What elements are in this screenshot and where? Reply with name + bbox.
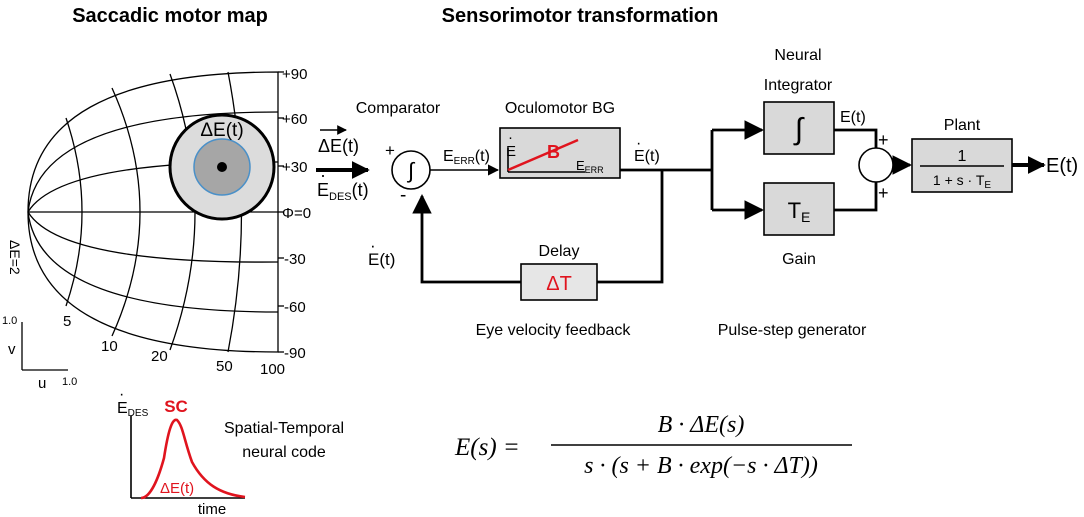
bg-gain-line — [507, 138, 579, 172]
transformation-title: Sensorimotor transformation — [442, 5, 719, 27]
plant-title: Plant — [944, 117, 981, 134]
output-label: E(t) — [1046, 155, 1078, 177]
comparator-plus: + — [385, 141, 395, 160]
center-dot — [217, 162, 227, 172]
input-desired-dot: · — [320, 165, 326, 185]
axis-v-label: v — [8, 341, 16, 358]
comparator-symbol: ∫ — [406, 158, 416, 183]
target-population — [168, 113, 276, 221]
phi-label-minus90: -90 — [284, 345, 306, 362]
integrator-title-2: Integrator — [764, 77, 833, 94]
phi-label-zero: Φ=0 — [282, 205, 311, 222]
velocity-out-label: E(t) — [634, 148, 660, 165]
neural-code-caption-1: Spatial-Temporal — [224, 420, 344, 437]
target-label: ΔE(t) — [200, 120, 243, 141]
bg-y-axis-dot: · — [508, 129, 513, 146]
error-signal-label: EERR(t) — [443, 148, 490, 167]
delay-symbol: ΔT — [546, 273, 572, 295]
comparator-title: Comparator — [356, 100, 441, 117]
integrator-symbol: ∫ — [793, 113, 805, 146]
amp-label-10: 10 — [101, 338, 118, 355]
comparator-minus: - — [400, 185, 406, 206]
amp-label-50: 50 — [216, 358, 233, 375]
pulse-step-caption: Pulse-step generator — [718, 322, 867, 339]
sum-plus-bottom: + — [878, 183, 889, 203]
equation-denominator: s · (s + B · exp(−s · ΔT)) — [584, 453, 818, 479]
summation-circle — [858, 147, 894, 183]
integrator-out-label: E(t) — [840, 109, 866, 126]
axis-u-scale: 1.0 — [62, 376, 77, 388]
phi-label-plus90: +90 — [282, 66, 307, 83]
neural-code-curve-label: ΔE(t) — [160, 480, 194, 497]
equation-numerator: B · ΔE(s) — [658, 412, 745, 438]
integrator-title-1: Neural — [774, 47, 821, 64]
feedback-signal-label: E(t) — [368, 250, 395, 269]
neural-code-x-label: time — [198, 501, 226, 517]
uv-axes — [21, 322, 68, 371]
bg-gain-label: B — [547, 142, 560, 162]
bg-x-axis-label: EERR — [576, 158, 604, 175]
amp-label-100: 100 — [260, 361, 285, 378]
phi-label-minus30: -30 — [284, 251, 306, 268]
feedback-line — [597, 170, 664, 284]
gain-symbol: TE — [788, 198, 811, 225]
neural-code-y-dot: · — [119, 386, 124, 403]
equation-lhs: E(s) = — [454, 434, 520, 461]
axis-u-label: u — [38, 375, 46, 392]
phi-label-plus60: +60 — [282, 111, 307, 128]
input-vector-label: ΔE(t) — [318, 136, 359, 156]
bg-title: Oculomotor BG — [505, 100, 615, 117]
neural-code-curve — [140, 418, 246, 500]
velocity-out-dot: · — [636, 135, 641, 152]
neural-code-sc-label: SC — [164, 397, 188, 416]
neural-code-caption-2: neural code — [242, 444, 326, 461]
gain-box — [763, 182, 835, 236]
amp-label-20: 20 — [151, 348, 168, 365]
gain-caption: Gain — [782, 251, 816, 268]
phi-label-minus60: -60 — [284, 299, 306, 316]
integrator-out-line — [834, 128, 878, 148]
delay-box — [520, 263, 598, 301]
bg-y-axis-label: E — [506, 143, 516, 160]
axis-v-scale: 1.0 — [2, 315, 17, 327]
input-desired-label: EDES(t) — [317, 180, 369, 203]
integrator-box — [763, 101, 835, 155]
feedback-return-line — [412, 194, 521, 284]
motor-map-title: Saccadic motor map — [72, 5, 268, 27]
feedback-caption: Eye velocity feedback — [476, 322, 632, 339]
plant-denominator: 1 + s · TE — [933, 172, 991, 191]
sum-plus-top: + — [878, 130, 889, 150]
de-label: ΔE=2 — [7, 240, 23, 275]
phi-label-plus30: +30 — [282, 159, 307, 176]
neural-code-y-label: EDES — [117, 400, 149, 419]
amp-label-5: 5 — [63, 313, 71, 330]
feedback-signal-dot: · — [370, 236, 376, 255]
bg-box — [499, 127, 621, 179]
delay-title: Delay — [539, 243, 580, 260]
plant-numerator: 1 — [958, 148, 967, 165]
gain-out-line — [834, 182, 878, 212]
